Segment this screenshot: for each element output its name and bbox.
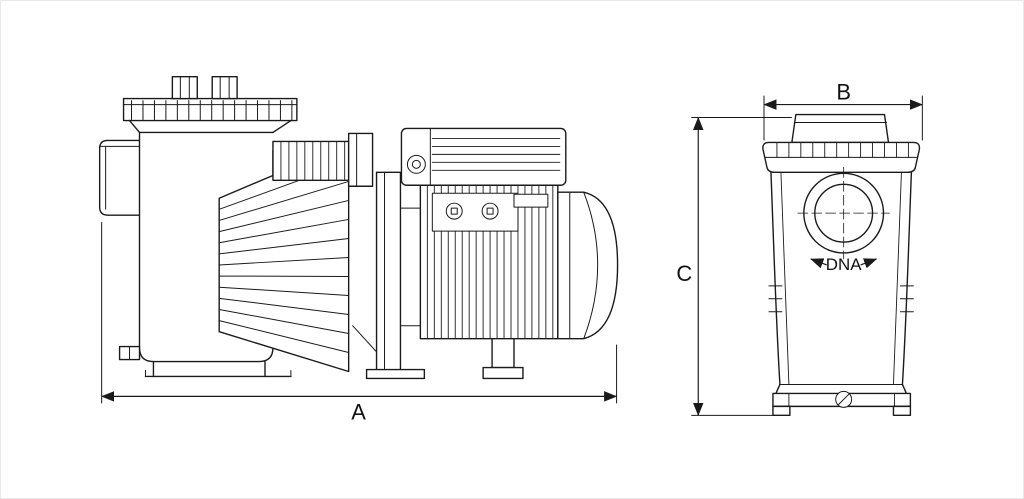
mounting-bracket (352, 171, 426, 380)
dimension-a (100, 222, 618, 404)
motor-body (419, 184, 559, 340)
base-front (772, 383, 912, 417)
dimension-c-label: C (676, 261, 692, 286)
motor-end-bell (557, 191, 619, 340)
drain-screw (835, 390, 853, 408)
dimension-labels: A B C DNA (351, 80, 862, 425)
lid (791, 113, 890, 144)
lock-ring (762, 141, 921, 174)
terminal-box (400, 127, 567, 186)
dimension-dna (810, 258, 878, 269)
dimension-c (691, 116, 792, 416)
side-view (98, 75, 619, 380)
lid-bolts (171, 75, 238, 100)
inlet-port (98, 139, 141, 216)
port-circle (797, 166, 890, 260)
dimension-dna-label: DNA (826, 255, 862, 274)
dimension-a-label: A (351, 399, 366, 424)
volute-cone (218, 140, 350, 373)
motor-foot (482, 337, 524, 380)
dimension-lines (100, 95, 924, 416)
dimension-b-label: B (836, 80, 851, 105)
tank-body (768, 171, 914, 386)
clamp-ring (347, 132, 374, 187)
base (144, 360, 292, 378)
front-view (762, 113, 921, 417)
lid-flange (122, 97, 298, 134)
